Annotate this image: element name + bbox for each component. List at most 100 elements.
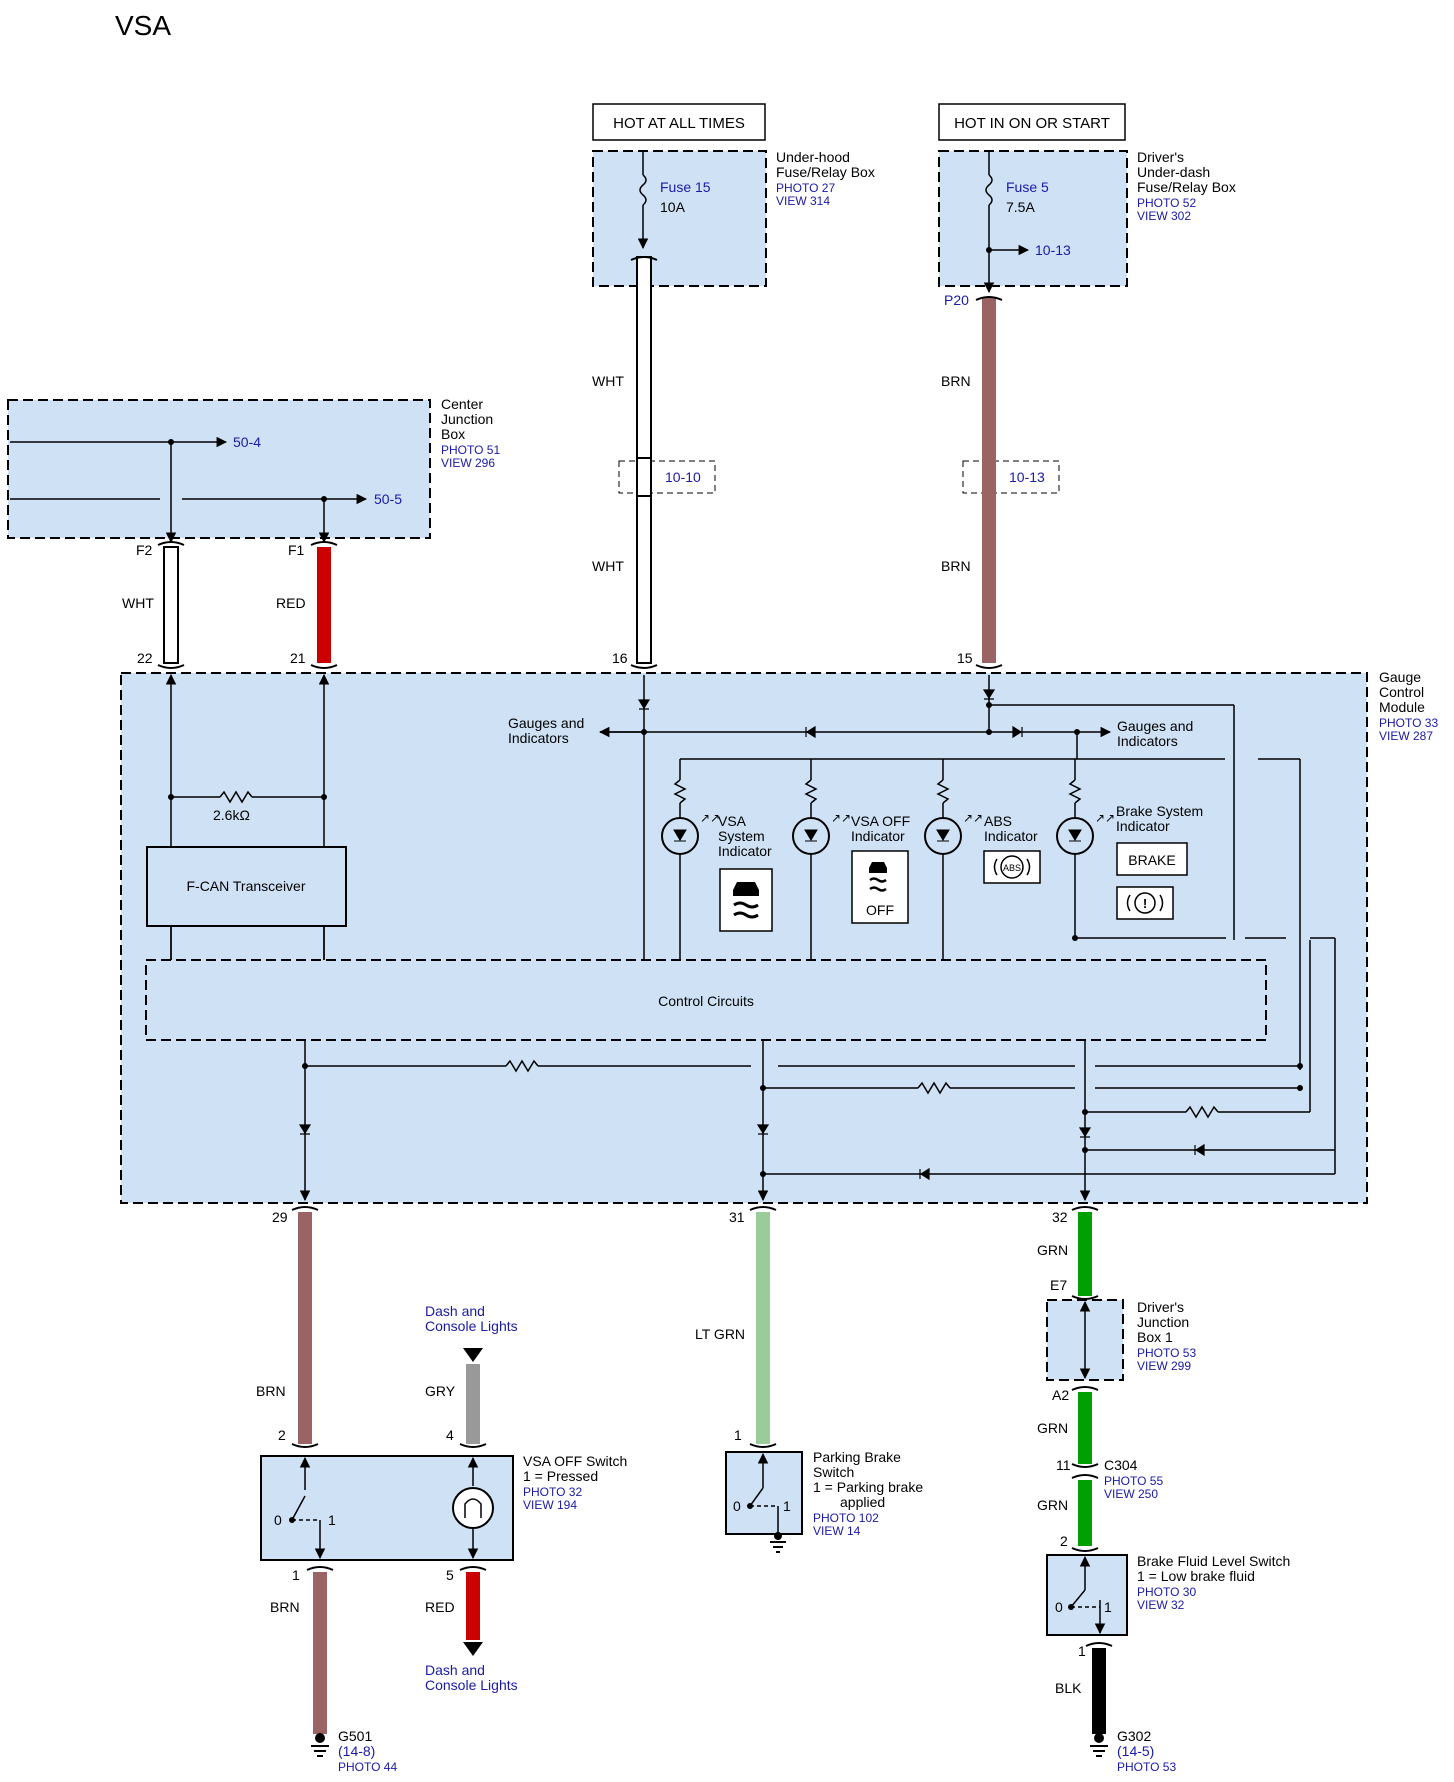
conn-e7 [1071,1295,1099,1300]
parking-pos0: 0 [733,1498,741,1514]
center-junction-box [7,399,431,539]
vsa-off-bulb-filament [464,1498,482,1518]
bfl-pin-1: 1 [1078,1643,1086,1659]
gauges-right-2: Indicators [1117,733,1178,749]
conn-bfl-bot [1085,1642,1113,1647]
pin-21: 21 [290,650,306,666]
conn-vsa-off-5 [459,1566,487,1571]
conn-16 [630,664,658,669]
djb1-name-1: Driver's [1137,1299,1184,1315]
parking-state-1: 1 = Parking brake [813,1479,923,1495]
bfl-name: Brake Fluid Level Switch [1137,1553,1290,1569]
gcm-name-3: Module [1379,699,1425,715]
hot-on-start-label: HOT IN ON OR START [954,115,1110,132]
wire-grn-32-label: GRN [1037,1242,1068,1258]
diode32 [1194,1143,1205,1157]
bfl-pin-2: 2 [1060,1533,1068,1549]
ground-g302-icon [1090,1733,1108,1757]
parking-state-2: applied [840,1494,885,1510]
vsa-off-pin-1: 1 [292,1567,300,1583]
control-circuits-label: Control Circuits [658,993,754,1009]
vsa-off-pin-2: 2 [278,1427,286,1443]
indicator-vsa-off: ↗↗ [792,759,909,960]
g302-ref: (14-5) [1117,1743,1154,1759]
vsa-off-pin-4: 4 [446,1427,454,1443]
conn-22 [157,664,185,669]
vsa-off-indicator-label-2: Indicator [851,828,905,844]
wire-brn-29 [298,1212,312,1444]
out29-diode [298,1124,312,1135]
pwr15-diode [982,689,996,700]
bus-diode-1 [805,725,816,739]
vsa-off-sw-name: VSA OFF Switch [523,1453,627,1469]
conn-vsa-off-4 [459,1443,487,1448]
diode31 [919,1167,930,1181]
vsa-off-light-rays-icon: ↗↗ [831,811,851,825]
conn-c304-top [1071,1463,1099,1468]
bfl-photo: PHOTO 30 [1137,1585,1196,1599]
out31-diode [756,1124,770,1135]
wire-blk-g302 [1092,1648,1106,1734]
fuse5-amp: 7.5A [1006,199,1035,215]
can-junction-l [168,794,174,800]
fcan-transceiver [146,846,347,927]
bus-diode-2 [1012,725,1023,739]
cjb-name-3: Box [441,426,465,442]
vsa-off-switch-arm [291,1495,306,1521]
can-resistor [219,790,253,804]
wire-wht-16-label-a: WHT [592,373,624,389]
vsa-indicator-label-1: VSA [718,813,747,829]
c304-photo: PHOTO 55 [1104,1474,1163,1488]
g302-name: G302 [1117,1728,1151,1744]
dash-lights-bottom-arrow-icon [463,1642,483,1656]
brake-indicator-label-1: Brake System [1116,803,1203,819]
wire-wht-16-label-b: WHT [592,558,624,574]
vsa-off-pos0: 0 [274,1512,282,1528]
connector-p20: P20 [944,292,969,308]
dash-lights-top-1: Dash and [425,1303,485,1319]
pin-32: 32 [1052,1209,1068,1225]
parking-name-1: Parking Brake [813,1449,901,1465]
brake-icon-text: BRAKE [1128,852,1175,868]
underhood-view: VIEW 314 [776,194,830,208]
g501-ref: (14-8) [338,1743,375,1759]
pin-a2: A2 [1052,1387,1069,1403]
wire-red-5-label: RED [425,1599,455,1615]
gcm-view: VIEW 287 [1379,729,1433,743]
vsa-off-pin-5: 5 [446,1567,454,1583]
vsa-off-sw-photo: PHOTO 32 [523,1485,582,1499]
wire-brn-15-label-b: BRN [941,558,971,574]
underhood-photo: PHOTO 27 [776,181,835,195]
djb1-photo: PHOTO 53 [1137,1346,1196,1360]
conn-p20 [975,296,1003,301]
conn-f1 [310,541,338,546]
wire-grn-c304-label: GRN [1037,1497,1068,1513]
djb1-name-2: Junction [1137,1314,1189,1330]
res32 [1185,1105,1219,1119]
bus-junction-15 [986,729,992,735]
g501-photo: PHOTO 44 [338,1760,397,1774]
conn-32 [1071,1206,1099,1211]
underhood-name-1: Under-hood [776,149,850,165]
underdash-fuse-box [938,150,1128,287]
dash-lights-top-arrow-icon [463,1348,483,1362]
g501-name: G501 [338,1728,372,1744]
fuse5-icon [985,174,993,206]
can-resistor-label: 2.6kΩ [213,807,250,823]
wire-brn-15-label-a: BRN [941,373,971,389]
underhood-fuse-box [592,150,767,287]
svg-text:!: ! [1143,896,1147,911]
wire-red-5 [466,1572,480,1640]
wire-wht-f2-label: WHT [122,595,154,611]
vsa-off-icon-text: OFF [866,902,894,918]
parking-pos1: 1 [783,1498,791,1514]
fuse15-amp: 10A [660,199,686,215]
wire-brn-29-label: BRN [256,1383,286,1399]
ground-g501-icon [311,1733,329,1757]
underdash-photo: PHOTO 52 [1137,196,1196,210]
pin-e7: E7 [1050,1277,1067,1293]
cjb-ref-505: 50-5 [374,491,402,507]
wire-ltgrn-31 [756,1212,770,1444]
wire-gry-label: GRY [425,1383,456,1399]
